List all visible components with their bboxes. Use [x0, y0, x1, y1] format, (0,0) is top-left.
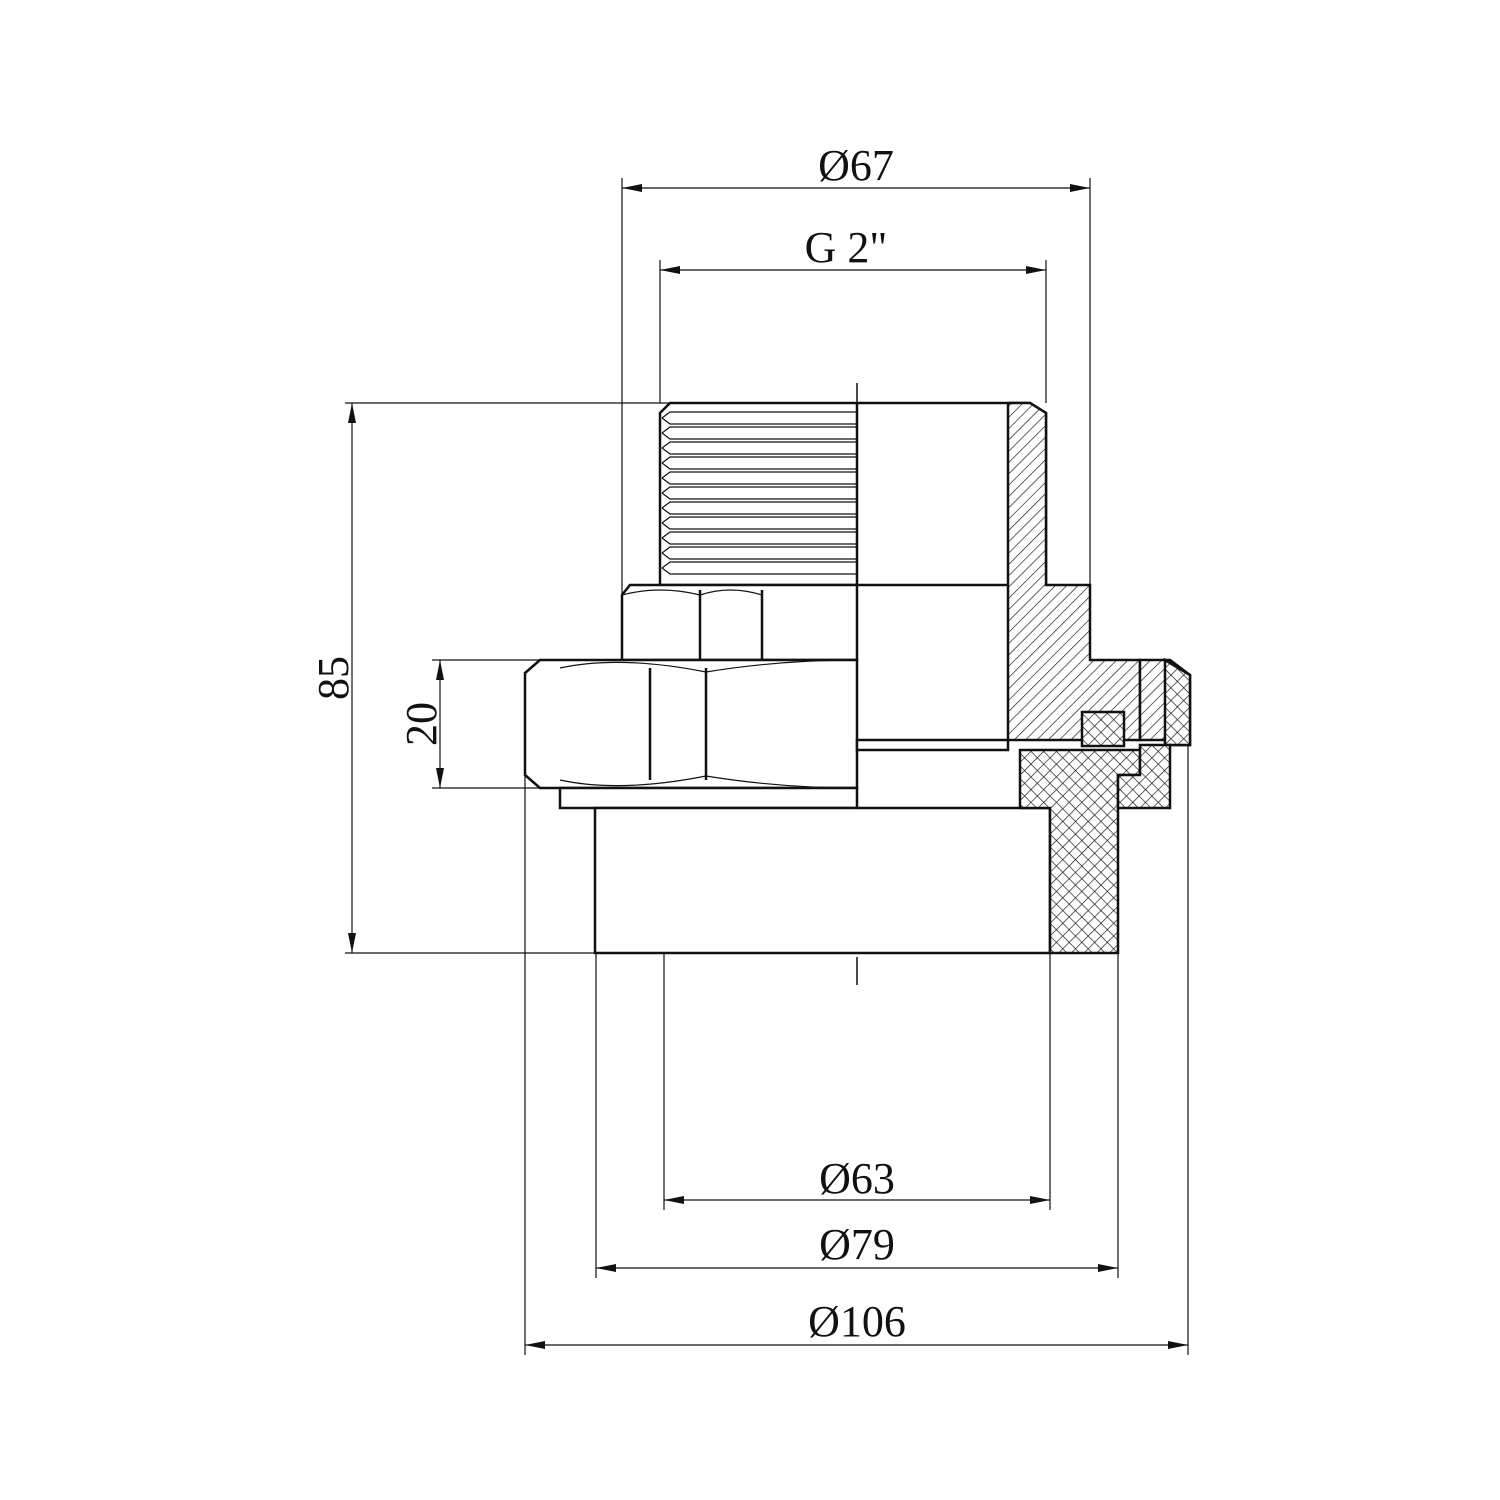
thread-line: [661, 411, 857, 425]
threaded-end: [658, 401, 1142, 742]
dim-total-height: 85: [309, 656, 358, 700]
dim-pipe-diameter: Ø63: [819, 1154, 895, 1203]
dim-thread-size: G 2": [805, 223, 888, 272]
socket-body: [558, 657, 1192, 955]
dim-nut-height: 20: [397, 702, 446, 746]
dim-nut-diameter: Ø106: [808, 1297, 906, 1346]
thread-line: [661, 441, 857, 455]
hex-collar: [620, 583, 859, 662]
thread-line: [661, 426, 857, 440]
dim-outer-thread-diameter: Ø67: [818, 141, 894, 190]
dim-socket-diameter: Ø79: [819, 1220, 895, 1269]
extension-lines: [345, 178, 1189, 1355]
thread-line: [661, 501, 857, 515]
thread-line: [661, 471, 857, 485]
union-nut: [523, 658, 1010, 790]
dimension-lines: [348, 184, 1188, 1349]
thread-line: [661, 546, 857, 560]
thread-line: [661, 531, 857, 545]
thread-line: [661, 486, 857, 500]
thread-line: [661, 516, 857, 530]
thread-line: [661, 456, 857, 470]
thread-line: [661, 561, 857, 575]
